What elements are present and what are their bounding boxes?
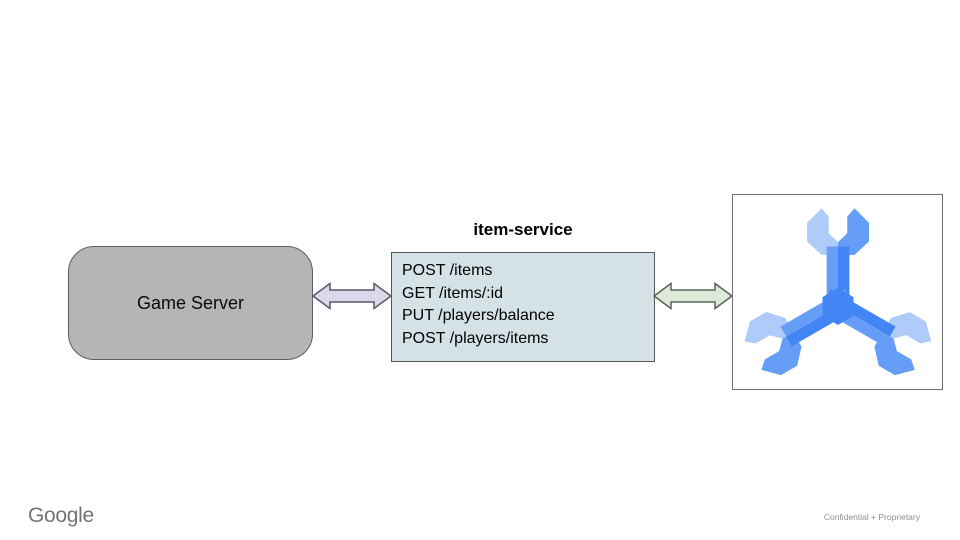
arrow-shape	[653, 282, 733, 310]
google-logo: Google	[28, 504, 94, 527]
endpoint-line: POST /items	[402, 262, 493, 279]
bidirectional-arrow-right-icon	[653, 282, 733, 310]
spanner-arm-up	[806, 208, 869, 321]
game-server-box: Game Server	[68, 246, 313, 360]
endpoint-line: GET /items/:id	[402, 284, 504, 302]
cloud-spanner-icon	[744, 208, 931, 376]
item-service-box: POST /items GET /items/:id PUT /players/…	[391, 252, 655, 362]
cloud-spanner-logo-box	[732, 194, 943, 390]
spanner-hub	[822, 287, 853, 326]
endpoint-line: PUT /players/balance	[402, 307, 555, 324]
confidential-label: Confidential + Proprietary	[823, 512, 920, 522]
item-service-title: item-service	[473, 220, 573, 239]
game-server-label: Game Server	[136, 292, 245, 313]
arrow-shape	[312, 282, 392, 310]
bidirectional-arrow-left-icon	[312, 282, 392, 310]
endpoint-line: POST /players/items	[402, 329, 549, 347]
